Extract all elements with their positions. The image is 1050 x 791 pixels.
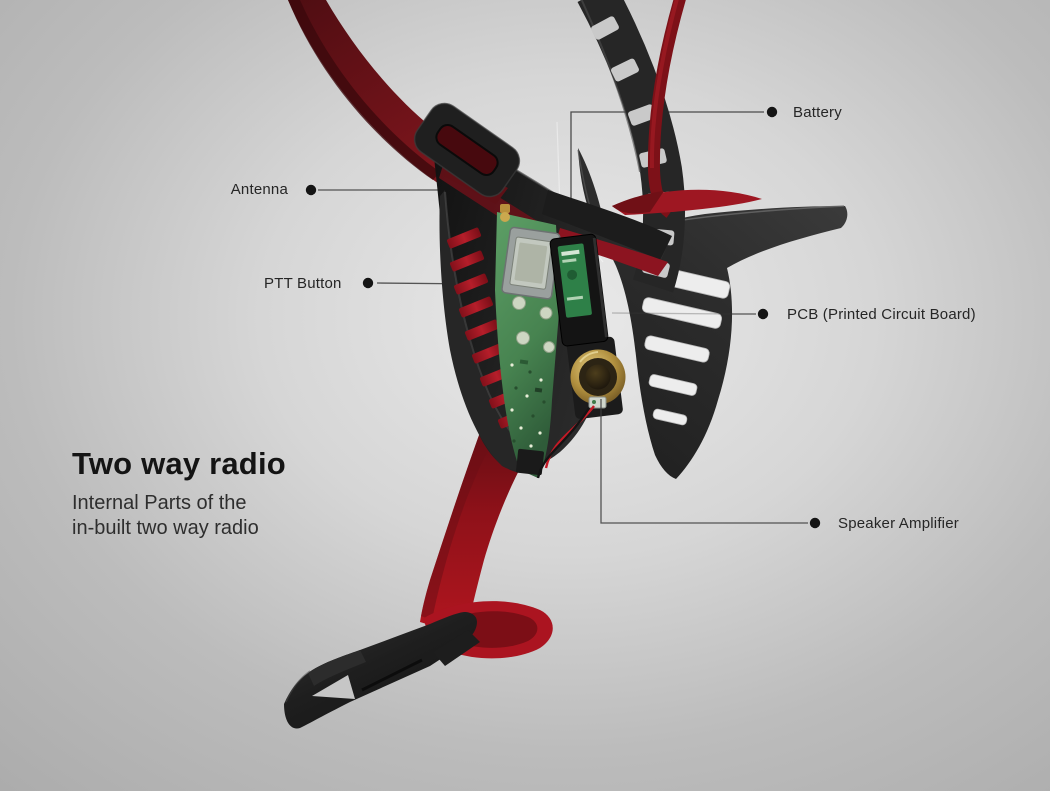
- subtitle-line-2: in-built two way radio: [72, 517, 259, 539]
- page-title: Two way radio: [72, 446, 286, 481]
- device-right-wing: [542, 190, 672, 260]
- speaker-dot: [809, 517, 821, 529]
- bottom-red-strap: [420, 416, 542, 636]
- pcb-leader-line: [611, 312, 756, 315]
- title-block: Two way radio Internal Parts of the in-b…: [72, 446, 286, 541]
- callout-dots: [305, 106, 821, 529]
- speaker-terminal: [588, 396, 607, 409]
- speaker-wires: [536, 405, 595, 479]
- strap-buckle: [284, 612, 480, 729]
- antenna-dot: [305, 184, 317, 196]
- ptt-button-label: PTT Button: [264, 275, 342, 292]
- battery-dot: [766, 106, 778, 118]
- pcb-bottom-chip: [516, 448, 544, 476]
- speaker-leader-line: [600, 399, 808, 524]
- red-swoosh: [612, 189, 762, 215]
- pcb-board: [495, 204, 561, 478]
- battery-leader-line: [570, 111, 764, 215]
- pcb-pads: [512, 296, 555, 353]
- buckle-hole: [312, 675, 355, 699]
- pcb-dot: [757, 308, 769, 320]
- pcb-shield: [501, 226, 561, 300]
- speaker-amplifier-label: Speaker Amplifier: [838, 515, 959, 532]
- antenna-label: Antenna: [230, 181, 288, 198]
- top-buckle: [413, 102, 521, 204]
- pcb-components: [510, 359, 546, 448]
- pcb-label-text: PCB (Printed Circuit Board): [787, 306, 976, 323]
- battery-label-text: Battery: [793, 104, 842, 121]
- buckle-bar: [433, 630, 480, 666]
- antenna-contact: [500, 204, 510, 213]
- speaker-driver: [570, 349, 626, 409]
- subtitle-line-1: Internal Parts of the: [72, 492, 247, 514]
- page-subtitle: Internal Parts of the in-built two way r…: [72, 491, 286, 541]
- ptt-dot: [362, 277, 374, 289]
- ptt-bumper: [439, 190, 538, 470]
